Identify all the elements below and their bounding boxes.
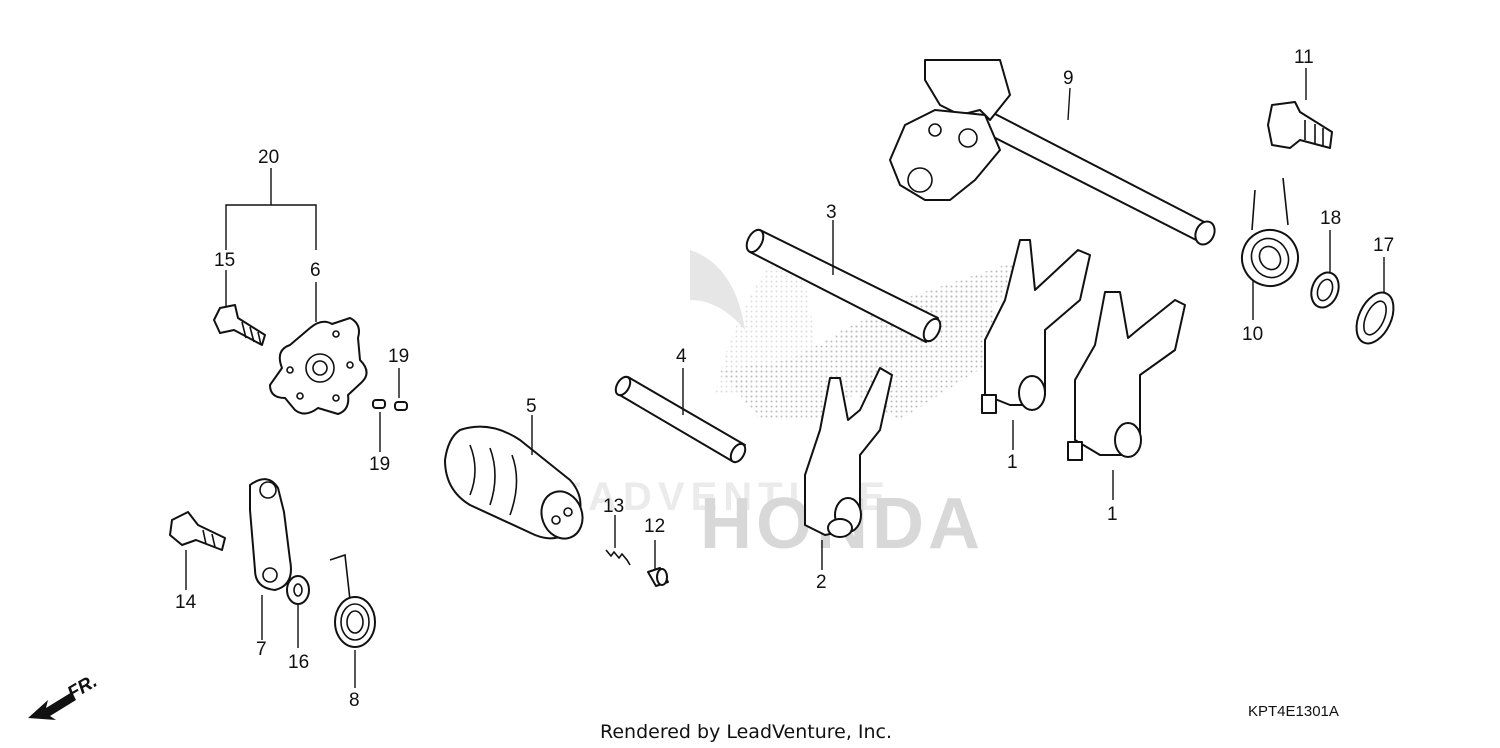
part-14-bolt[interactable] (169, 511, 226, 551)
label-part-10: 10 (1242, 324, 1263, 345)
leader-lines (185, 68, 1385, 688)
part-8-return-spring[interactable] (329, 553, 376, 648)
part-18-circlip[interactable] (1307, 269, 1344, 312)
part-number-labels: 9 11 3 4 5 1 1 2 13 12 14 7 16 8 10 18 1… (175, 47, 1394, 711)
label-part-9: 9 (1063, 68, 1074, 89)
footer-credit: Rendered by LeadVenture, Inc. (600, 721, 892, 743)
part-11-bolt[interactable] (1267, 101, 1333, 149)
part-17-washer[interactable] (1349, 287, 1401, 349)
label-part-12: 12 (644, 516, 665, 537)
label-part-13: 13 (603, 496, 624, 517)
label-part-17: 17 (1373, 235, 1394, 256)
label-part-5: 5 (526, 396, 537, 417)
label-part-2: 2 (816, 572, 827, 593)
label-part-16: 16 (288, 652, 309, 673)
label-part-6: 6 (310, 260, 321, 281)
label-part-7: 7 (256, 639, 267, 660)
part-12-pin[interactable] (647, 567, 669, 587)
part-1-shift-fork-lower[interactable] (1067, 291, 1186, 461)
part-5-shift-drum[interactable] (444, 425, 589, 545)
part-15-bolt[interactable] (213, 304, 266, 346)
diagram-code: KPT4E1301A (1248, 703, 1339, 720)
part-1-shift-fork-upper[interactable] (981, 239, 1091, 414)
label-part-19-bottom: 19 (369, 454, 390, 475)
label-part-1-lower: 1 (1107, 504, 1118, 525)
part-3-fork-shaft[interactable] (743, 227, 943, 344)
label-part-15: 15 (214, 250, 235, 271)
label-part-14: 14 (175, 592, 197, 613)
label-part-19-top: 19 (388, 346, 409, 367)
part-7-stopper-arm[interactable] (249, 478, 292, 591)
label-part-8: 8 (349, 690, 360, 711)
honda-watermark-logo: HONDA LEADVENTURE (525, 240, 1020, 564)
part-9-shift-spindle[interactable] (889, 59, 1218, 248)
part-13-spring[interactable] (605, 549, 631, 566)
label-part-4: 4 (676, 346, 687, 367)
part-4-fork-shaft[interactable] (613, 374, 748, 464)
part-2-shift-fork[interactable] (804, 367, 893, 538)
part-16-washer[interactable] (286, 575, 310, 605)
part-19-dowel-pins[interactable] (372, 399, 408, 411)
front-direction-indicator: FR. (28, 671, 101, 720)
label-part-20: 20 (258, 147, 279, 168)
front-arrow-icon (28, 692, 76, 720)
label-part-18: 18 (1320, 208, 1341, 229)
part-10-spindle-spring[interactable] (1232, 177, 1308, 296)
label-part-11: 11 (1294, 47, 1314, 68)
label-part-3: 3 (826, 202, 837, 223)
part-6-drum-center[interactable] (269, 317, 368, 415)
label-part-1-upper: 1 (1007, 452, 1018, 473)
